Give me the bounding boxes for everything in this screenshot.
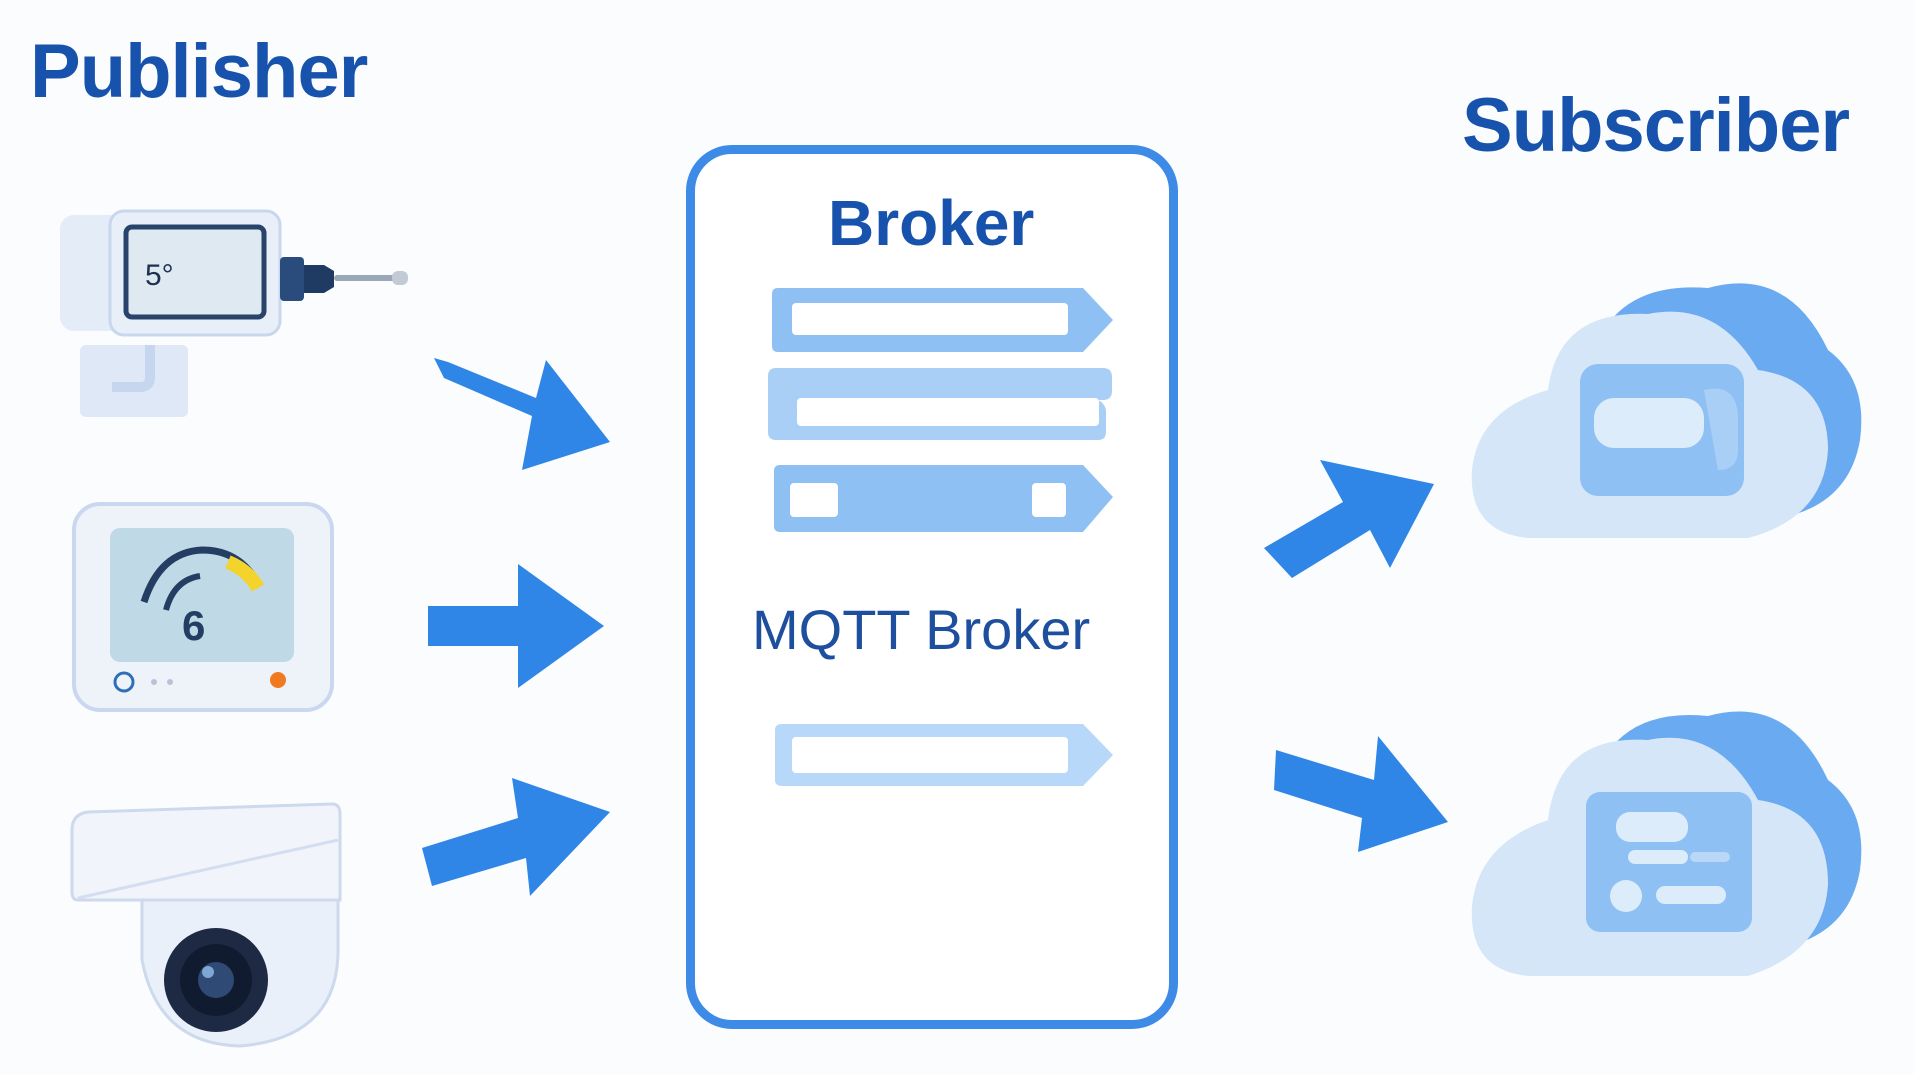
queue-bar-3	[774, 465, 1113, 532]
queue-bar-4	[775, 724, 1113, 786]
publisher-title: Publisher	[30, 29, 368, 114]
arrow-in-3	[422, 778, 610, 896]
sensor-display-text: 5°	[145, 259, 174, 292]
arrow-in-1	[434, 358, 610, 470]
cloud-dashboard-icon	[1471, 711, 1862, 976]
arrow-out-1	[1264, 460, 1434, 578]
thermostat-value: 6	[182, 602, 205, 649]
arrow-out-2	[1274, 736, 1448, 852]
cloud-app-icon	[1471, 283, 1862, 538]
queue-bar-1	[772, 288, 1113, 352]
queue-bar-2	[768, 368, 1112, 440]
mqtt-broker-label: MQTT Broker	[752, 598, 1091, 661]
security-camera-icon	[70, 802, 342, 1048]
thermostat-icon: 6	[72, 502, 334, 712]
subscriber-title: Subscriber	[1462, 83, 1850, 168]
arrow-in-2	[428, 564, 604, 688]
temperature-sensor-icon: 5°	[60, 209, 408, 417]
broker-title: Broker	[828, 187, 1035, 259]
